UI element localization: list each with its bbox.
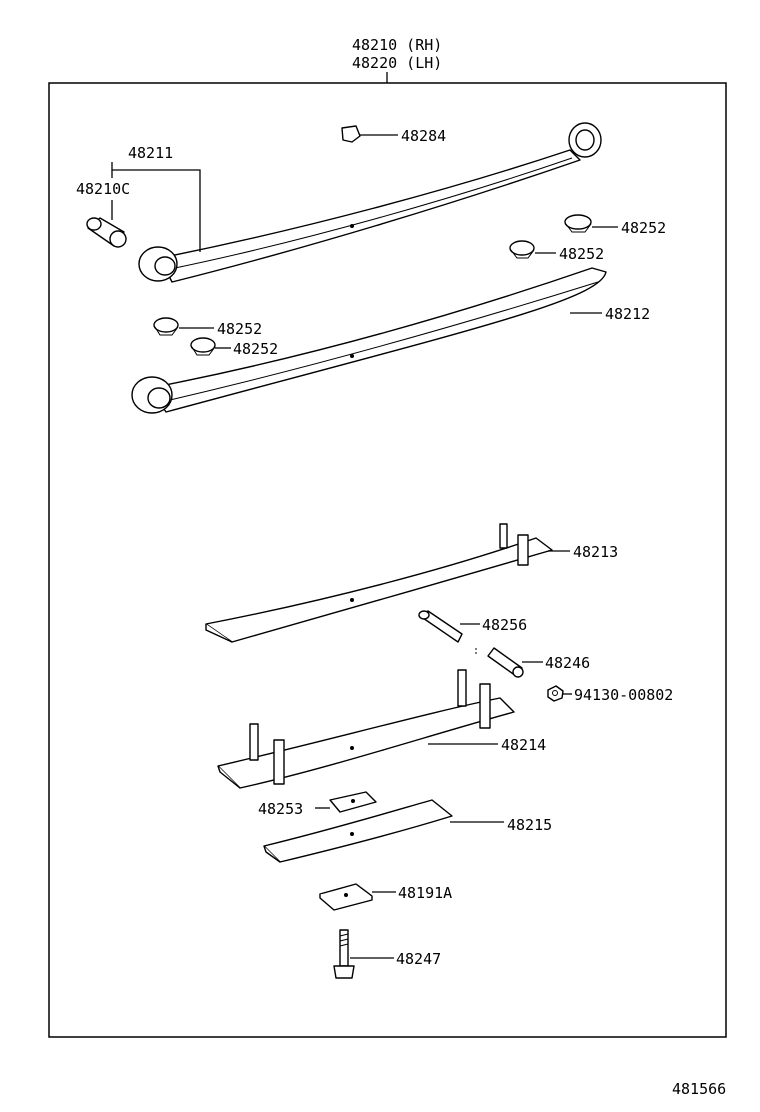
diagram-id: 481566 xyxy=(672,1080,726,1098)
callout-48284[interactable]: 48284 xyxy=(401,127,446,145)
assembly-lh-label: 48220 (LH) xyxy=(352,54,442,72)
callout-48246[interactable]: 48246 xyxy=(545,654,590,672)
callout-48210c[interactable]: 48210C xyxy=(76,180,130,198)
part-48213-third-leaf[interactable] xyxy=(205,523,553,643)
callout-48212[interactable]: 48212 xyxy=(605,305,650,323)
part-48246-spacer[interactable] xyxy=(487,647,524,678)
part-48212-second-leaf[interactable] xyxy=(131,267,607,414)
callout-48252-d[interactable]: 48252 xyxy=(233,340,278,358)
part-48214-fourth-leaf[interactable] xyxy=(217,669,515,789)
part-48191a-plate[interactable] xyxy=(319,883,373,911)
callout-48211[interactable]: 48211 xyxy=(128,144,173,162)
part-48253-plate[interactable] xyxy=(329,791,377,813)
part-94130-00802-nut[interactable] xyxy=(547,685,564,702)
callout-48215[interactable]: 48215 xyxy=(507,816,552,834)
callout-48213[interactable]: 48213 xyxy=(573,543,618,561)
callout-48253[interactable]: 48253 xyxy=(258,800,303,818)
part-48252-pad-a[interactable] xyxy=(564,214,592,233)
part-48252-pad-c[interactable] xyxy=(153,317,179,336)
part-48252-pad-b[interactable] xyxy=(509,240,535,259)
assembly-rh-label: 48210 (RH) xyxy=(352,36,442,54)
part-48247-center-bolt[interactable] xyxy=(333,929,355,979)
callout-48247[interactable]: 48247 xyxy=(396,950,441,968)
callout-48256[interactable]: 48256 xyxy=(482,616,527,634)
part-48256-bolt[interactable] xyxy=(418,610,463,643)
part-48210c-bushing[interactable] xyxy=(86,217,127,248)
callout-94130-00802[interactable]: 94130-00802 xyxy=(574,686,673,704)
part-48211-main-leaf[interactable] xyxy=(138,122,602,283)
diagram-frame xyxy=(48,82,727,1038)
part-48252-pad-d[interactable] xyxy=(190,337,216,356)
callout-48252-a[interactable]: 48252 xyxy=(621,219,666,237)
part-48284-nut[interactable] xyxy=(341,125,361,143)
callout-48214[interactable]: 48214 xyxy=(501,736,546,754)
leader-48211 xyxy=(111,162,201,252)
callout-48191a[interactable]: 48191A xyxy=(398,884,452,902)
callout-48252-b[interactable]: 48252 xyxy=(559,245,604,263)
part-48215-bottom-leaf[interactable] xyxy=(263,799,453,863)
callout-48252-c[interactable]: 48252 xyxy=(217,320,262,338)
